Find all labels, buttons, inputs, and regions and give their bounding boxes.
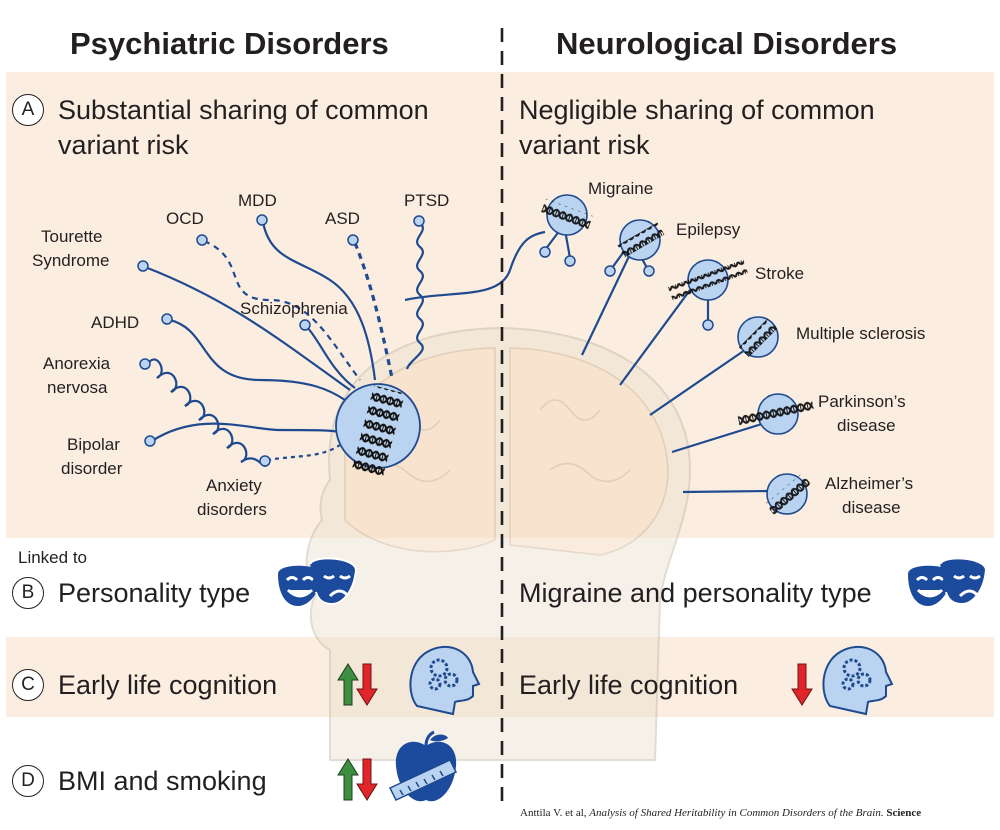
section-a-left-line1: Substantial sharing of common (58, 95, 429, 125)
label-adhd: ADHD (91, 313, 140, 332)
label-anorexia-2: nervosa (47, 378, 108, 397)
psychiatric-connectors (144, 221, 424, 468)
linked-to-label: Linked to (18, 548, 87, 567)
section-a-band (6, 72, 994, 538)
label-bipolar-2: disorder (61, 459, 123, 478)
label-anxiety-2: disorders (197, 500, 267, 519)
neurological-dna-icons (541, 198, 815, 515)
head-gears-icon (409, 645, 481, 716)
section-c-left-text: Early life cognition (58, 670, 278, 700)
citation-author: Anttila V. et al, (520, 807, 590, 819)
arrow-up-icon (337, 663, 359, 706)
citation: Anttila V. et al, Analysis of Shared Her… (520, 807, 921, 819)
label-mdd: MDD (238, 191, 277, 210)
label-anxiety-1: Anxiety (206, 476, 262, 495)
citation-journal: Science (883, 807, 922, 819)
arrow-up-icon-d (337, 758, 359, 801)
neurological-endpoints (539, 246, 714, 331)
arrow-down-icon-d (356, 758, 378, 801)
citation-title: Analysis of Shared Heritability in Commo… (589, 807, 884, 819)
theater-masks-icon (278, 557, 358, 606)
label-bipolar-1: Bipolar (67, 435, 120, 454)
label-migraine: Migraine (588, 179, 654, 198)
label-stroke: Stroke (755, 264, 805, 283)
label-tourette-2: Syndrome (32, 251, 110, 270)
section-b-right-text: Migraine and personality type (519, 578, 872, 608)
label-ocd: OCD (166, 209, 204, 228)
head-gears-icon-right (822, 645, 894, 716)
psychiatric-endpoints (137, 214, 425, 467)
label-asd: ASD (325, 209, 360, 228)
section-a-right-line1: Negligible sharing of common (519, 95, 875, 125)
label-anorexia-1: Anorexia (43, 354, 111, 373)
label-tourette-1: Tourette (41, 227, 103, 246)
label-epilepsy: Epilepsy (676, 220, 741, 239)
psychiatric-header: Psychiatric Disorders (70, 26, 389, 61)
apple-tape-measure-icon (388, 730, 458, 802)
label-parkinsons-2: disease (837, 416, 896, 435)
label-parkinsons-1: Parkinson’s (818, 392, 906, 411)
dna-helix-icon (350, 385, 406, 481)
section-a-left-line2: variant risk (58, 130, 189, 160)
section-d-marker: D (12, 765, 44, 797)
section-c-right-text: Early life cognition (519, 670, 739, 700)
label-alzheimers-1: Alzheimer’s (825, 474, 914, 493)
arrow-down-icon-right (791, 663, 813, 706)
section-c-marker: C (12, 669, 44, 701)
section-d-left-text: BMI and smoking (58, 766, 267, 796)
label-ptsd: PTSD (404, 191, 450, 210)
arrow-down-icon (356, 663, 378, 706)
neurological-header: Neurological Disorders (556, 26, 898, 61)
neurological-connectors (404, 229, 771, 494)
label-alzheimers-2: disease (842, 498, 901, 517)
section-a-right-line2: variant risk (519, 130, 650, 160)
theater-masks-icon-right (908, 557, 988, 606)
label-schizophrenia: Schizophrenia (240, 299, 348, 318)
label-multiple-sclerosis: Multiple sclerosis (796, 324, 926, 343)
section-a-marker: A (12, 94, 44, 126)
section-b-marker: B (12, 577, 44, 609)
section-b-left-text: Personality type (58, 578, 251, 608)
